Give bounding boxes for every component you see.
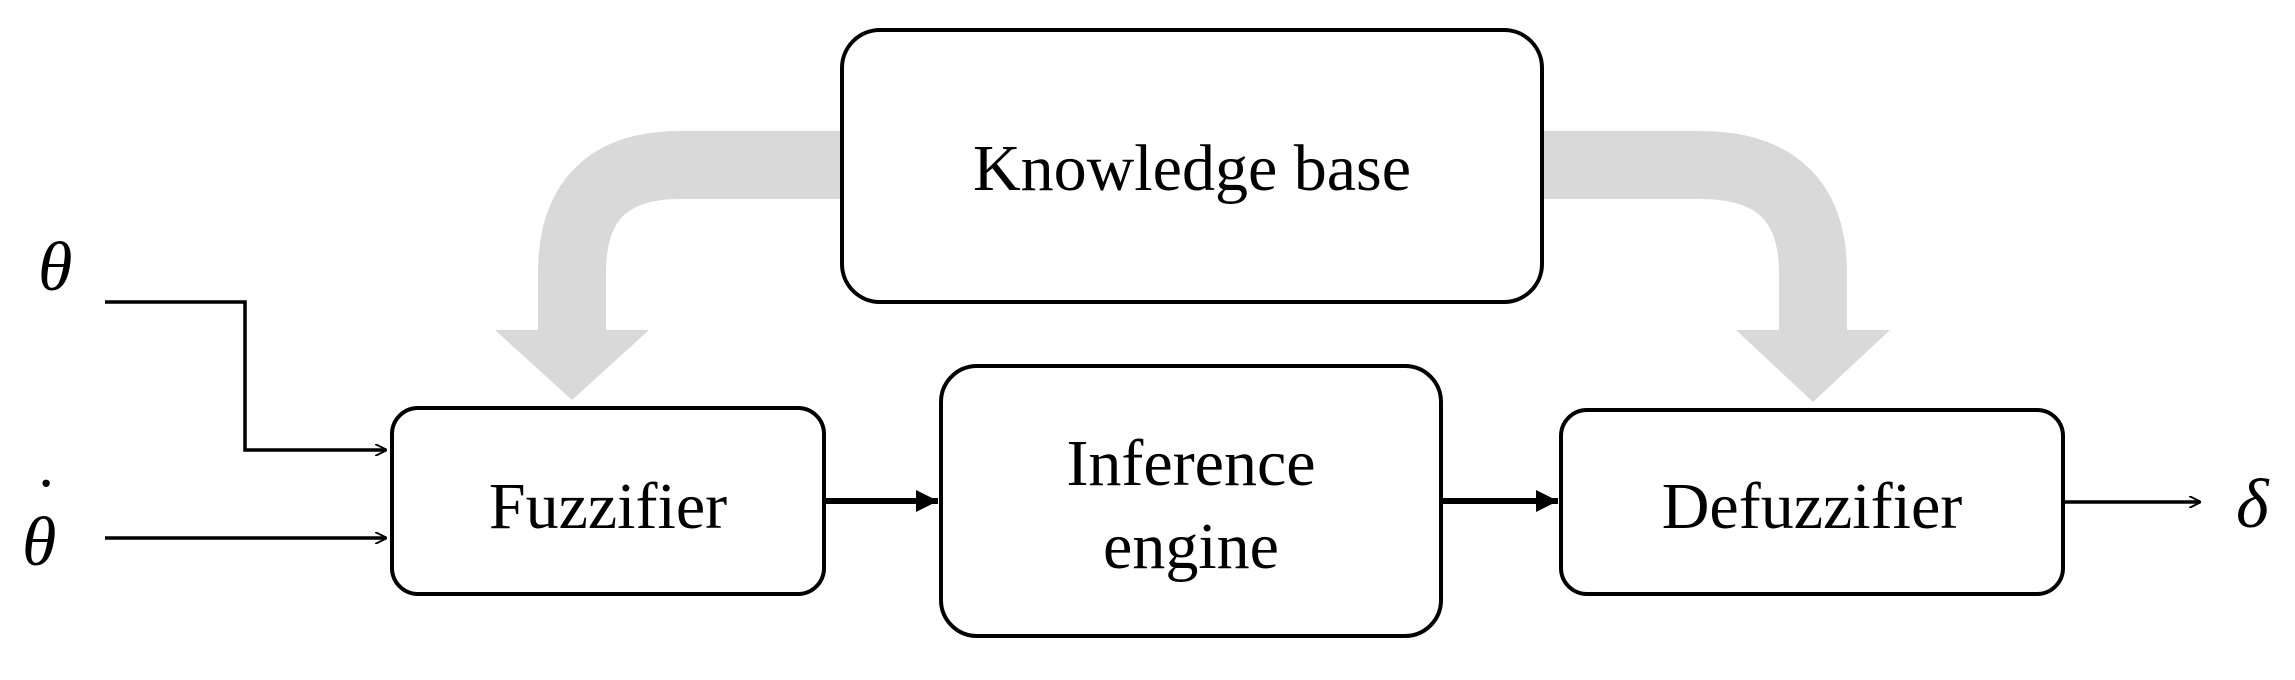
knowledge-to-fuzzifier-arrow xyxy=(495,131,842,400)
knowledge-base-block: Knowledge base xyxy=(840,28,1544,304)
inference-engine-label-line2: engine xyxy=(1103,510,1279,583)
defuzzifier-block: Defuzzifier xyxy=(1559,408,2065,596)
knowledge-to-defuzzifier-arrow xyxy=(1540,131,1890,402)
delta-symbol: δ xyxy=(2236,466,2270,543)
theta-input-arrow xyxy=(105,300,386,450)
fuzzifier-block: Fuzzifier xyxy=(390,406,826,596)
theta-dot-mark: ˙ xyxy=(30,465,53,542)
knowledge-base-label: Knowledge base xyxy=(973,132,1411,205)
inference-engine-block: Inference engine xyxy=(939,364,1443,638)
defuzzifier-label: Defuzzifier xyxy=(1662,470,1962,543)
fuzzifier-label: Fuzzifier xyxy=(489,470,727,543)
theta-dot-symbol: θ xyxy=(22,504,56,581)
theta-symbol: θ xyxy=(38,229,72,306)
inference-engine-label-line1: Inference xyxy=(1066,427,1315,500)
